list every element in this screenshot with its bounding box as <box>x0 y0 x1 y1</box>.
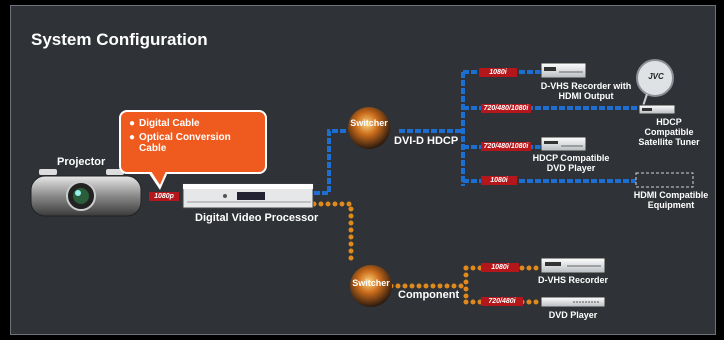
dvhs-recorder-resolution-tag: 1080i <box>481 263 519 272</box>
callout-item: ●Digital Cable <box>129 118 200 129</box>
callout-tail-fill <box>151 171 166 185</box>
dvd-hdcp-label: HDCP Compatible DVD Player <box>531 153 611 173</box>
dvhs-hdmi-device-image <box>540 62 587 79</box>
switcher-top-label: Switcher <box>350 118 388 128</box>
callout-item-label: Optical Conversion Cable <box>139 132 231 154</box>
dvd-player-image <box>540 296 606 308</box>
projector-image <box>30 169 142 217</box>
processor-resolution-tag: 1080p <box>149 192 179 201</box>
dvd-player-resolution-tag: 720/480i <box>481 297 523 306</box>
dvhs-hdmi-label: D-VHS Recorder with HDMI Output <box>531 81 641 101</box>
processor-image <box>182 183 314 209</box>
dvhs-recorder-label: D-VHS Recorder <box>537 275 609 285</box>
dvhs-hdmi-label-line: D-VHS Recorder with <box>540 81 632 91</box>
switcher-top-icon <box>348 107 390 149</box>
switcher-bottom-label: Switcher <box>352 278 390 288</box>
satellite-tuner-label-line: Satellite Tuner <box>638 137 700 147</box>
page-title: System Configuration <box>31 30 208 49</box>
satellite-tuner-label-line: HDCP Compatible <box>644 117 694 137</box>
cable-callout: ●Digital Cable ●Optical Conversion Cable <box>119 110 267 174</box>
component-link-label: Component <box>398 289 460 301</box>
dvd-player-label: DVD Player <box>548 310 598 320</box>
hdmi-equipment-resolution-tag: 1080i <box>481 176 517 185</box>
jvc-logo: JVC <box>648 72 664 81</box>
dvd-hdcp-label-line: HDCP Compatible <box>532 153 610 163</box>
dvhs-hdmi-resolution-tag: 1080i <box>479 68 517 77</box>
diagram-frame: System Configuration ●Digital Cable ●Opt… <box>10 5 716 335</box>
satellite-tuner-image <box>636 59 676 115</box>
satellite-resolution-tag: 720/480/1080i <box>481 104 531 113</box>
diagram-canvas <box>30 59 694 308</box>
dvd-hdcp-resolution-tag: 720/480/1080i <box>481 142 531 151</box>
callout-item-label: Digital Cable <box>139 118 200 129</box>
projector-label: Projector <box>57 156 106 168</box>
switcher-bottom-icon <box>350 265 392 307</box>
dvd-hdcp-label-line: DVD Player <box>546 163 596 173</box>
dvd-hdcp-device-image <box>540 136 587 152</box>
hdmi-equipment-label-line: Equipment <box>647 200 695 210</box>
hdcp-link-label: DVI-D HDCP <box>394 135 459 147</box>
hdmi-equipment-label: HDMI Compatible Equipment <box>631 190 711 210</box>
processor-label: Digital Video Processor <box>195 212 319 224</box>
hdmi-equipment-label-line: HDMI Compatible <box>633 190 709 200</box>
dvhs-hdmi-label-line: HDMI Output <box>558 91 614 101</box>
callout-item: ●Optical Conversion Cable <box>129 132 257 154</box>
dvhs-recorder-image <box>540 257 606 274</box>
satellite-tuner-label: HDCP Compatible Satellite Tuner <box>631 117 707 147</box>
hdmi-equipment-image <box>635 172 694 188</box>
